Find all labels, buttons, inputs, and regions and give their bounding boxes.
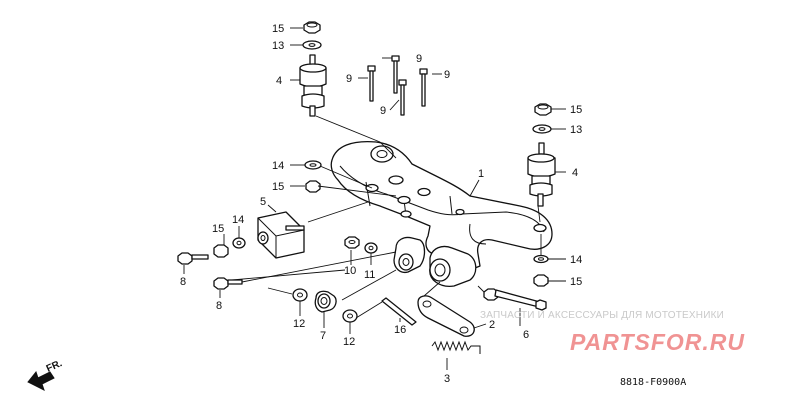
bolt-9-d: [419, 68, 428, 107]
callout-4-left: 4: [276, 75, 282, 87]
callout-13-top-left: 13: [272, 40, 284, 52]
rubber-mount-4-right: [527, 142, 556, 207]
callout-14-right: 14: [570, 254, 582, 266]
callout-15-upper: 15: [272, 181, 284, 193]
washer-12-lower: [342, 309, 358, 323]
callout-14-left: 14: [232, 214, 244, 226]
callout-15-top-right: 15: [570, 104, 582, 116]
callout-9-b: 9: [416, 53, 422, 65]
bolt-9-b: [391, 55, 400, 94]
rubber-mount-4-left: [299, 54, 327, 117]
callout-12-upper: 12: [293, 318, 305, 330]
callout-16: 16: [394, 324, 406, 336]
callout-15-top-left: 15: [272, 23, 284, 35]
callout-12-lower: 12: [343, 336, 355, 348]
pivot-boss-left: [393, 236, 426, 274]
pin-16: [381, 297, 417, 326]
callout-13-top-right: 13: [570, 124, 582, 136]
front-direction-arrow-icon: [27, 370, 55, 391]
rubber-bushing-5: [257, 211, 305, 259]
callout-15-right: 15: [570, 276, 582, 288]
callout-10: 10: [344, 265, 356, 277]
pivot-boss-right: [429, 245, 477, 287]
washer-14-right: [533, 254, 549, 264]
nut-15-top-right: [534, 103, 552, 116]
callout-8-upper: 8: [180, 276, 186, 288]
link-plate-2: [417, 295, 475, 337]
washer-14-upper: [304, 160, 322, 170]
callout-5: 5: [260, 196, 266, 208]
callout-1: 1: [478, 168, 484, 180]
bolt-9-a: [367, 65, 376, 102]
watermark-logo: PARTSFOR.RU: [570, 329, 745, 355]
leader-lines: [183, 27, 566, 370]
watermark-tagline: ЗАПЧАСТИ И АКСЕССУАРЫ ДЛЯ МОТОТЕХНИКИ: [480, 310, 724, 321]
callout-6: 6: [523, 329, 529, 341]
washer-12-upper: [292, 288, 308, 302]
callout-9-c: 9: [380, 105, 386, 117]
callout-3: 3: [444, 373, 450, 385]
callout-9-d: 9: [444, 69, 450, 81]
callout-2: 2: [489, 319, 495, 331]
callout-11: 11: [364, 269, 375, 281]
callout-4-right: 4: [572, 167, 578, 179]
nut-15-right: [533, 274, 549, 287]
nut-15-upper: [305, 180, 321, 193]
spring-3: [431, 340, 481, 354]
nut-15-left: [213, 244, 229, 258]
nut-15-top-left: [303, 21, 321, 34]
callout-8-lower: 8: [216, 300, 222, 312]
callout-14-upper: 14: [272, 160, 284, 172]
washer-13-top-left: [302, 40, 322, 50]
through-bolt-6: [483, 288, 547, 311]
collar-10: [344, 236, 360, 249]
callout-7: 7: [320, 330, 326, 342]
washer-11: [364, 242, 378, 254]
callout-15-left: 15: [212, 223, 224, 235]
callout-9-a: 9: [346, 73, 352, 85]
front-direction-label: FR.: [45, 358, 64, 375]
bolt-8-upper: [177, 252, 209, 265]
bolt-8-lower: [213, 277, 243, 290]
washer-13-top-right: [532, 124, 552, 134]
washer-14-left: [232, 237, 246, 249]
bushing-7: [314, 290, 337, 313]
diagram-code: 8818-F0900A: [620, 377, 686, 388]
bolt-9-c: [398, 79, 407, 116]
